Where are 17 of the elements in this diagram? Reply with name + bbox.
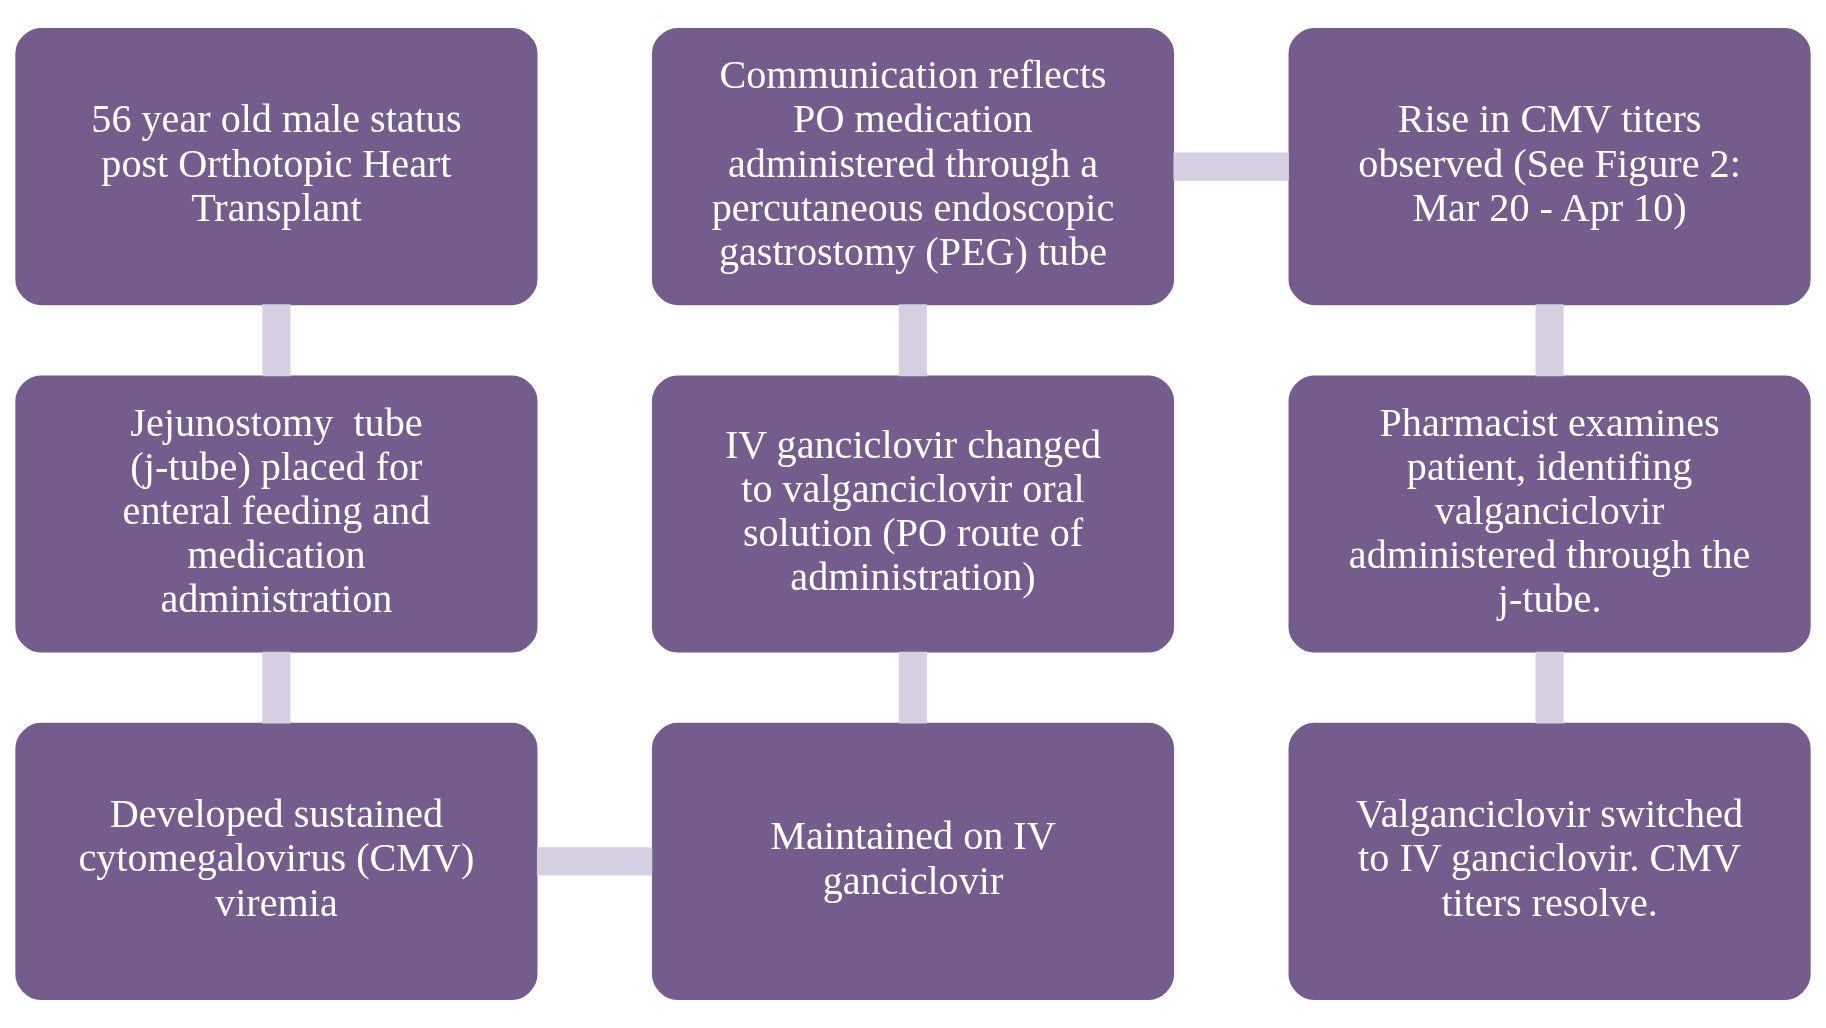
node-box: Communication reflects PO medication administered through a percutaneous endoscopic gastrostomy (PEG) tube xyxy=(651,28,1175,306)
connector xyxy=(262,304,291,377)
connector xyxy=(898,651,928,724)
connector xyxy=(1535,651,1564,724)
connector xyxy=(1173,152,1289,181)
node-box: Rise in CMV titers observed (See Figure 2: Mar 20 - Apr 10) xyxy=(1288,28,1811,306)
connector xyxy=(262,651,291,724)
node-box: 56 year old male status post Orthotopic Heart Transplant xyxy=(15,28,538,306)
connector xyxy=(898,304,928,377)
node-box: Maintained on IV ganciclovir xyxy=(651,722,1175,1000)
node-box: Pharmacist examines patient, identifing valganciclovir administered through the j-tube. xyxy=(1288,375,1811,653)
connector xyxy=(1535,304,1564,377)
node-box: IV ganciclovir changed to valganciclovir oral solution (PO route of administration) xyxy=(651,375,1175,653)
connector xyxy=(536,847,653,876)
node-box: Jejunostomy tube (j-tube) placed for enteral feeding and medication administration xyxy=(15,375,538,653)
node-box: Developed sustained cytomegalovirus (CMV) viremia xyxy=(15,722,538,1000)
node-box: Valganciclovir switched to IV ganciclovir. CMV titers resolve. xyxy=(1288,722,1811,1000)
